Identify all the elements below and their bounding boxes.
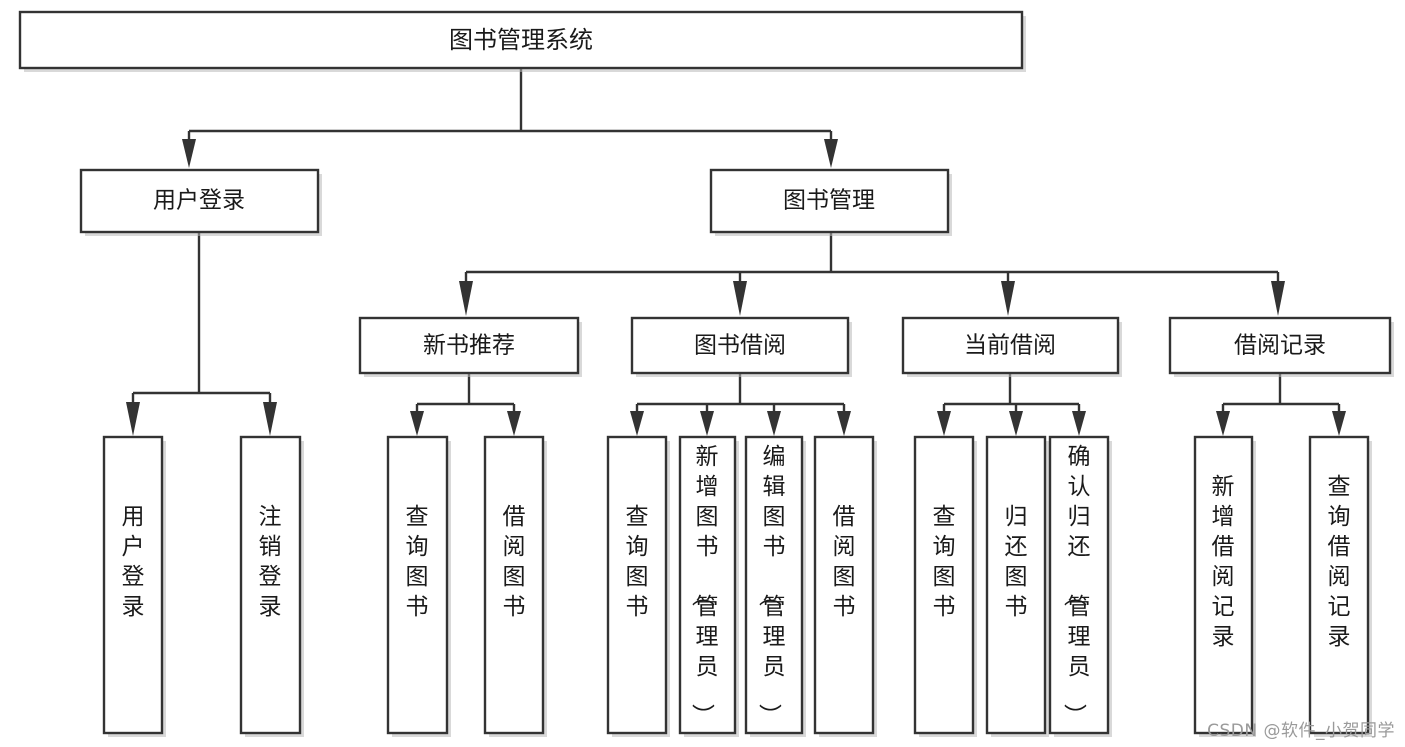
node-book-borrow-label: 图书借阅: [694, 333, 786, 359]
node-leaf-query-book-1[interactable]: 查询图书: [386, 435, 451, 737]
node-borrow-record-label: 借阅记录: [1234, 333, 1326, 359]
node-leaf-borrow-book-2[interactable]: 借阅图书: [813, 435, 877, 737]
node-book-borrow[interactable]: 图书借阅: [630, 316, 852, 377]
node-leaf-query-book-3-label: 查询图书: [933, 504, 956, 620]
connector-currentborrow-to-leaves: [937, 373, 1086, 436]
node-user-login[interactable]: 用户登录: [79, 168, 322, 236]
node-leaf-query-book-3[interactable]: 查询图书: [913, 435, 977, 737]
connector-userlogin-to-leaves: [126, 232, 277, 436]
connector-newbook-to-leaves: [410, 373, 521, 436]
node-leaf-query-book-1-label: 查询图书: [406, 504, 429, 620]
node-leaf-query-book-2-label: 查询图书: [626, 504, 649, 620]
node-current-borrow-label: 当前借阅: [964, 333, 1056, 359]
node-leaf-add-book-label: 新增图书（管理员）: [690, 444, 719, 727]
node-leaf-query-book-2[interactable]: 查询图书: [606, 435, 670, 737]
node-leaf-user-login[interactable]: 用户登录: [102, 435, 166, 737]
node-leaf-borrow-book-1[interactable]: 借阅图书: [483, 435, 547, 737]
node-leaf-edit-book-label: 编辑图书（管理员）: [757, 444, 786, 727]
node-leaf-return-book-label: 归还图书: [1005, 504, 1028, 620]
node-root[interactable]: 图书管理系统: [18, 10, 1026, 72]
node-leaf-query-record-label: 查询借阅记录: [1328, 474, 1351, 650]
node-leaf-borrow-book-2-label: 借阅图书: [833, 504, 856, 620]
watermark: CSDN @软件_小贺同学: [1207, 721, 1395, 741]
node-current-borrow[interactable]: 当前借阅: [901, 316, 1122, 377]
connector-bookborrow-to-leaves: [630, 373, 851, 436]
node-book-management[interactable]: 图书管理: [709, 168, 952, 236]
node-leaf-add-record[interactable]: 新增借阅记录: [1193, 435, 1256, 737]
node-leaf-confirm-return-label: 确认归还（管理员）: [1062, 444, 1091, 727]
node-new-book-recommend-label: 新书推荐: [423, 333, 515, 359]
node-leaf-return-book[interactable]: 归还图书: [985, 435, 1049, 737]
node-root-label: 图书管理系统: [449, 26, 593, 54]
node-leaf-logout-login[interactable]: 注销登录: [239, 435, 304, 737]
node-leaf-logout-login-label: 注销登录: [259, 504, 282, 620]
connector-root-to-level2: [182, 68, 838, 168]
connector-borrowrecord-to-leaves: [1216, 373, 1346, 436]
node-leaf-query-record[interactable]: 查询借阅记录: [1308, 435, 1372, 737]
node-user-login-label: 用户登录: [153, 188, 245, 214]
node-leaf-confirm-return[interactable]: 确认归还（管理员）: [1048, 435, 1112, 737]
node-leaf-add-book[interactable]: 新增图书（管理员）: [678, 435, 739, 737]
node-new-book-recommend[interactable]: 新书推荐: [358, 316, 582, 377]
node-book-management-label: 图书管理: [783, 188, 875, 214]
node-leaf-user-login-label: 用户登录: [122, 504, 145, 620]
connector-bookmgmt-to-level3: [459, 232, 1285, 316]
node-leaf-borrow-book-1-label: 借阅图书: [503, 504, 526, 620]
node-leaf-edit-book[interactable]: 编辑图书（管理员）: [744, 435, 806, 737]
node-leaf-add-record-label: 新增借阅记录: [1212, 474, 1235, 650]
node-borrow-record[interactable]: 借阅记录: [1168, 316, 1394, 377]
